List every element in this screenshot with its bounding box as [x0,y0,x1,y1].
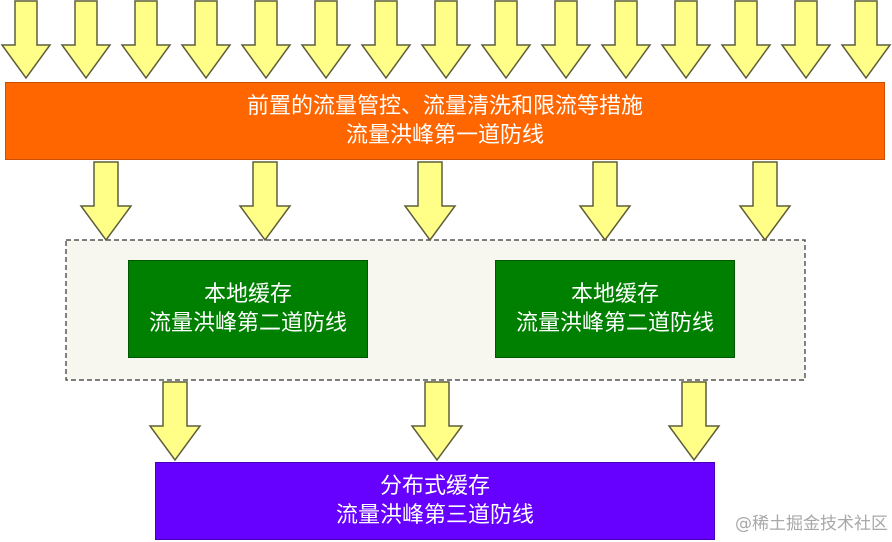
first-defense-line-box: 前置的流量管控、流量清洗和限流等措施 流量洪峰第一道防线 [5,82,885,160]
arrow-down-icon [180,0,232,80]
first-to-second-arrows [79,161,792,242]
distributed-cache-title: 分布式缓存 [379,474,490,499]
distributed-cache-subtitle: 流量洪峰第三道防线 [335,503,534,528]
arrow-down-icon [660,0,712,80]
local-cache-subtitle: 流量洪峰第二道防线 [148,311,347,336]
arrow-down-icon [0,0,52,80]
watermark-text: @稀土掘金技术社区 [735,514,888,534]
incoming-traffic-arrows [0,0,892,80]
local-cache-box-left: 本地缓存 流量洪峰第二道防线 [128,260,368,358]
arrow-down-icon [120,0,172,80]
arrow-down-icon [780,0,832,80]
arrow-down-icon [403,161,457,242]
first-defense-line-subtitle: 流量洪峰第一道防线 [345,123,544,148]
arrow-down-icon [540,0,592,80]
arrow-down-icon [238,161,292,242]
local-cache-title: 本地缓存 [570,282,659,307]
arrow-down-icon [360,0,412,80]
arrow-down-icon [738,161,792,242]
distributed-cache-box: 分布式缓存 流量洪峰第三道防线 [155,462,715,540]
first-defense-line-title: 前置的流量管控、流量清洗和限流等措施 [246,94,643,119]
local-cache-box-right: 本地缓存 流量洪峰第二道防线 [495,260,735,358]
arrow-down-icon [60,0,112,80]
arrow-down-icon [300,0,352,80]
arrow-down-icon [578,161,632,242]
arrow-down-icon [840,0,892,80]
arrow-down-icon [667,381,721,462]
arrow-down-icon [410,381,464,462]
arrow-down-icon [148,381,202,462]
arrow-down-icon [79,161,133,242]
arrow-down-icon [600,0,652,80]
arrow-down-icon [240,0,292,80]
arrow-down-icon [480,0,532,80]
local-cache-title: 本地缓存 [203,282,292,307]
local-cache-subtitle: 流量洪峰第二道防线 [515,311,714,336]
arrow-down-icon [420,0,472,80]
arrow-down-icon [720,0,772,80]
second-to-third-arrows [148,381,721,462]
